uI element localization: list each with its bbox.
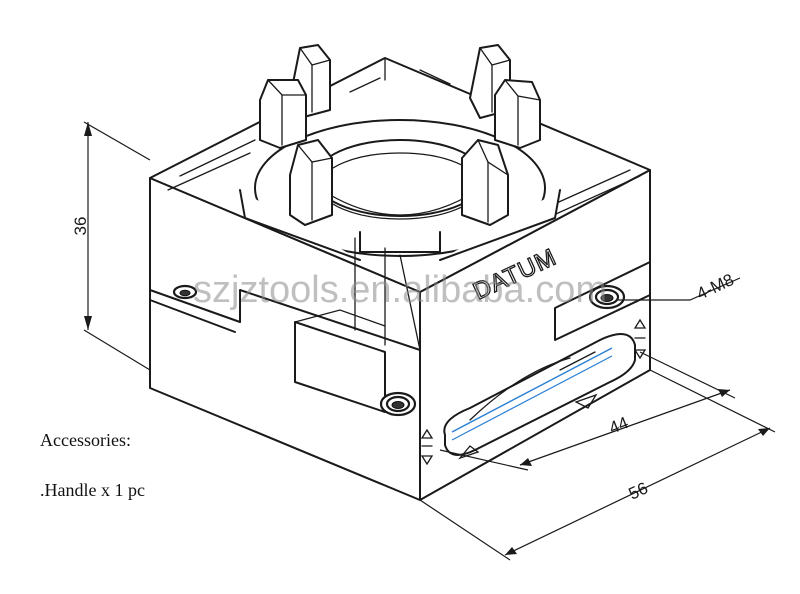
dimension-height: 36 (71, 121, 151, 371)
jaw-left (259, 79, 307, 149)
dimension-width: 56 (419, 369, 776, 561)
jaw-front-left (289, 139, 333, 226)
thread-callout-text: 4-M8 (694, 270, 737, 304)
handle-slot (443, 333, 636, 460)
central-bore (314, 139, 486, 217)
slot-dimension-text: 44 (606, 413, 631, 438)
hole-left (172, 284, 198, 300)
jaw-front-right (461, 139, 509, 226)
width-dimension-text: 56 (626, 478, 651, 503)
hole-front (379, 391, 417, 417)
clamp-jaws (259, 44, 541, 226)
mounting-holes (172, 284, 626, 417)
front-boss-step (359, 231, 441, 253)
accessories-title: Accessories: (40, 430, 131, 450)
datum-markers (420, 318, 647, 466)
height-dimension-text: 36 (71, 217, 90, 236)
watermark-text: szjztools.en.alibaba.com (193, 269, 607, 311)
accessories-item: .Handle x 1 pc (40, 480, 145, 500)
hole-right (588, 284, 626, 310)
